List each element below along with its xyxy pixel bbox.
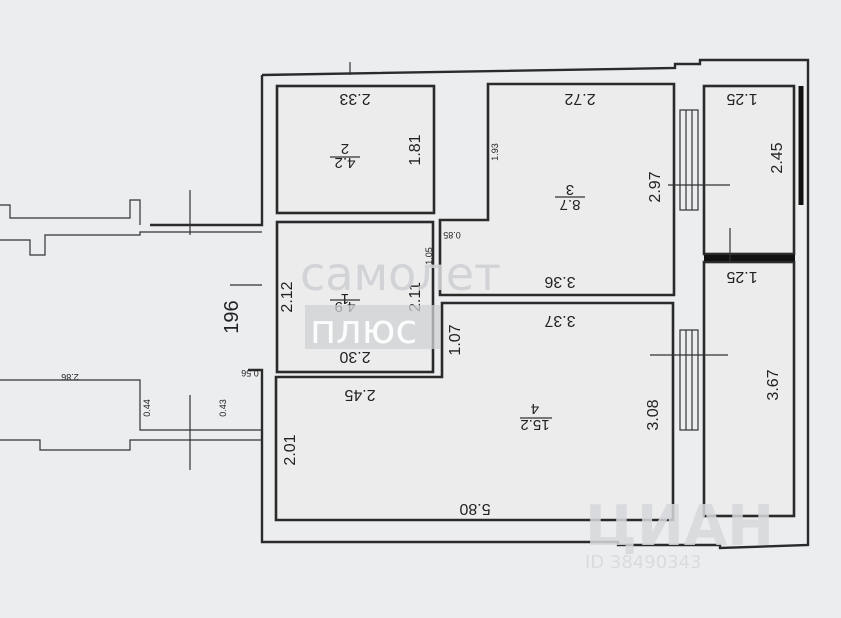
room-2-width: 2.33	[339, 90, 370, 107]
watermark: самолет плюс ЦИАН ID 38490343	[300, 247, 774, 573]
watermark-id: ID 38490343	[585, 552, 702, 573]
room-1-height: 2.12	[279, 281, 296, 312]
balcony-bottom-height: 3.67	[765, 369, 782, 400]
room-4-height-left: 2.01	[282, 434, 299, 465]
room-2-number: 2	[341, 140, 349, 157]
corridor-dim-c: 0.56	[241, 368, 259, 378]
room-4-number: 4	[531, 400, 539, 417]
windows	[650, 109, 731, 431]
room-3-area: 8.7	[560, 196, 581, 213]
room-3-width-bottom: 3.36	[544, 273, 575, 290]
room-4-width-left: 2.45	[344, 386, 375, 403]
balcony-top-height: 2.45	[769, 142, 786, 173]
room-3	[438, 82, 676, 297]
room-1-height-right: 2.11	[407, 282, 424, 312]
room-1-number: 1	[341, 290, 349, 307]
room-4-area: 15.2	[520, 416, 549, 433]
room-4-width-bottom: 5.80	[459, 500, 490, 517]
corridor-dim-f: 0.43	[218, 399, 228, 417]
room-3-small-dim: 1.93	[490, 143, 500, 161]
balcony-bottom	[702, 260, 796, 518]
corridor-dim-b: 1.05	[424, 247, 434, 265]
room-3-number: 3	[566, 181, 574, 198]
corridor-height: 196	[221, 300, 243, 333]
balcony-top-width: 1.25	[726, 90, 757, 107]
corridor-dim-e: 0.44	[142, 399, 152, 417]
corridor-dim-a: 0.85	[443, 230, 461, 240]
balcony-bottom-width: 1.25	[726, 268, 757, 285]
corridor-lines	[0, 190, 262, 470]
room-4	[274, 301, 675, 522]
room-1-width: 2.30	[339, 348, 370, 365]
room-4-height: 3.08	[645, 399, 662, 430]
watermark-brand: ЦИАН	[585, 494, 774, 559]
room-2-height: 1.81	[407, 134, 424, 165]
room-2-area: 4.2	[335, 154, 356, 171]
watermark-line2: плюс	[310, 307, 417, 353]
dimensions: 2.33 1.81 2.30 2.12 2.11 2.72 3.36 2.97 …	[61, 90, 786, 517]
room-4-height-top: 1.07	[447, 324, 464, 355]
corridor-dim-d: 2.86	[61, 372, 79, 382]
room-3-width: 2.72	[564, 90, 595, 107]
room-2	[275, 84, 436, 215]
watermark-line1: самолет	[300, 247, 501, 301]
outer-walls	[150, 58, 810, 550]
room-3-height: 2.97	[647, 171, 664, 202]
room-4-width-top: 3.37	[544, 312, 575, 329]
balcony-top	[702, 84, 796, 256]
